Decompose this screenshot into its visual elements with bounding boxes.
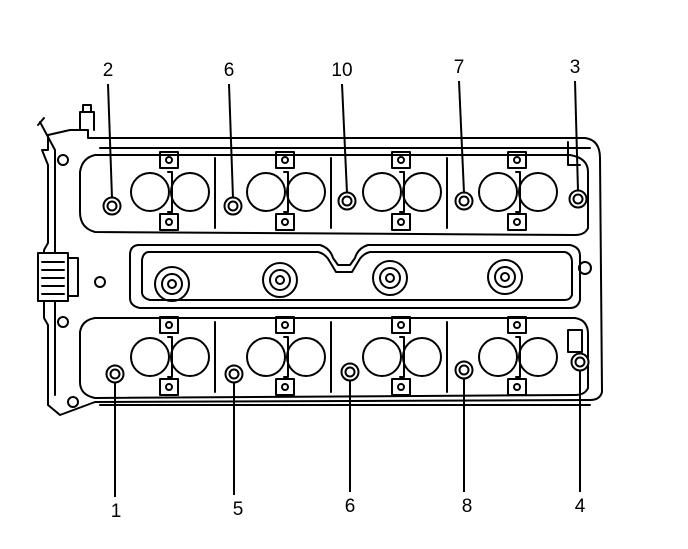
top-valve-groups: [130, 151, 558, 231]
leader-line: [458, 80, 465, 194]
top-stud: [79, 111, 95, 131]
mount-hole-right: [578, 261, 592, 275]
head-bolt: [102, 196, 122, 216]
bolt-sequence-label: 2: [103, 60, 114, 81]
leader-line: [341, 83, 348, 194]
bolt-sequence-label: 10: [331, 60, 352, 81]
head-bolt: [223, 196, 243, 216]
head-bolt: [454, 191, 474, 211]
leader-line: [228, 83, 234, 199]
head-bolt: [454, 360, 474, 380]
mount-hole-low-left: [57, 316, 69, 328]
bolt-sequence-label: 7: [454, 57, 465, 78]
bottom-valve-groups: [130, 316, 558, 396]
bolt-sequence-label: 3: [570, 57, 581, 78]
housing-flange: [39, 121, 56, 396]
bolt-sequence-label: 1: [111, 501, 122, 522]
leader-line: [574, 80, 579, 192]
mount-hole-mid-left: [94, 276, 106, 288]
bolt-sequence-label: 6: [345, 496, 356, 517]
leader-line: [107, 83, 113, 199]
head-bolt: [224, 364, 244, 384]
spark-plug-wells: [154, 259, 523, 302]
bolt-sequence-label: 6: [224, 60, 235, 81]
head-bolt: [568, 189, 588, 209]
head-bolt: [570, 352, 590, 372]
top-bearing-area: [79, 154, 589, 236]
spark-plug-channel: [129, 244, 581, 309]
head-bolt: [105, 364, 125, 384]
bottom-bearing-area: [79, 317, 589, 399]
housing-outline: [41, 129, 603, 416]
head-bolt: [340, 362, 360, 382]
mount-hole-top-left: [57, 154, 69, 166]
bolt-sequence-label: 5: [233, 499, 244, 520]
head-bolt: [337, 191, 357, 211]
bolt-sequence-label: 4: [575, 496, 586, 517]
mount-hole-bottom-left: [67, 396, 79, 408]
bolt-sequence-label: 8: [462, 496, 473, 517]
